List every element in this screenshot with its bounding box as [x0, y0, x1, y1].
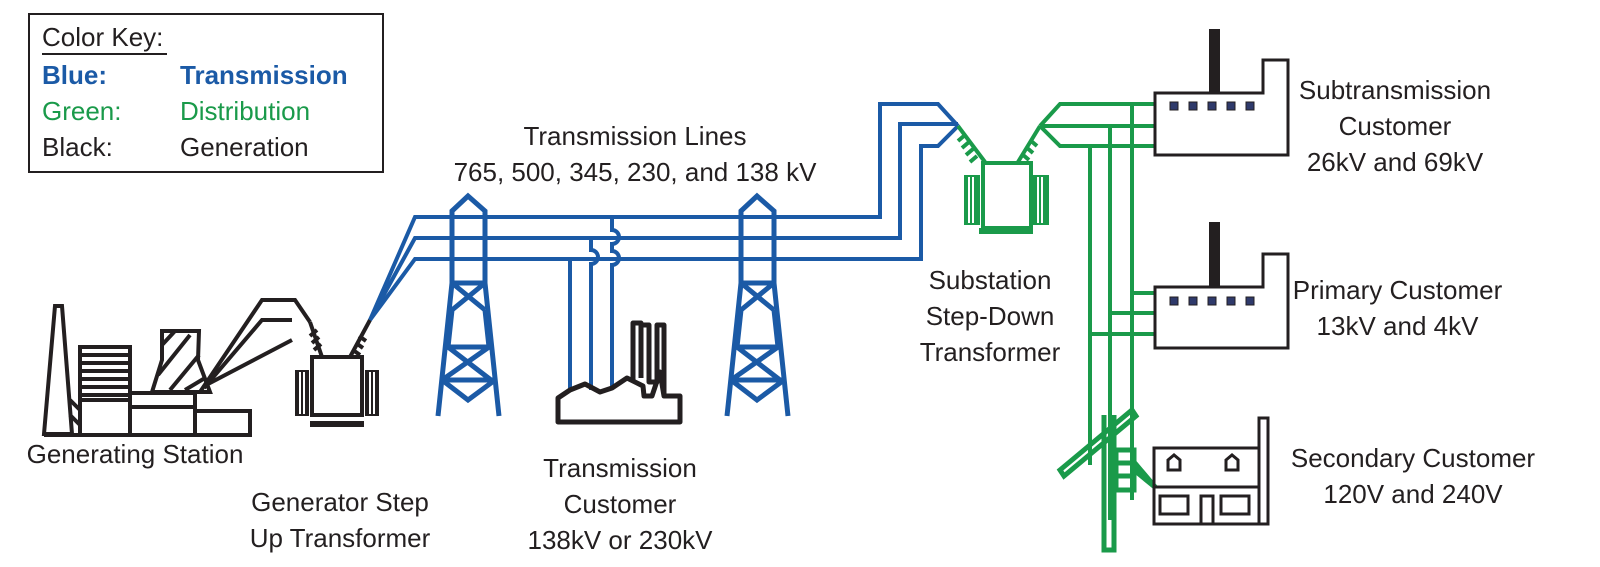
- subtransmission-customer-label: Subtransmission Customer 26kV and 69kV: [1298, 75, 1492, 177]
- subtransmission-factory-icon: [1153, 29, 1290, 157]
- power-plant-icon: [41, 298, 312, 437]
- color-key-title: Color Key:: [42, 21, 168, 55]
- generator-step-up-label: Generator Step Up Transformer: [249, 487, 431, 553]
- generating-station-label: Generating Station: [26, 439, 244, 469]
- house-icon: [1152, 416, 1270, 526]
- secondary-customer-label: Secondary Customer 120V and 240V: [1290, 443, 1536, 509]
- transmission-lines: [368, 102, 960, 392]
- step-up-transformer-icon: [295, 319, 379, 427]
- transmission-customer-label: Transmission Customer 138kV or 230kV: [527, 453, 713, 555]
- primary-customer-label: Primary Customer 13kV and 4kV: [1292, 275, 1503, 341]
- transmission-lines-label: Transmission Lines 765, 500, 345, 230, a…: [453, 121, 817, 187]
- transmission-customer-factory-icon: [555, 320, 683, 425]
- color-key-legend: Color Key: Blue:Transmission Green:Distr…: [28, 13, 384, 173]
- color-key-row-distribution: Green:Distribution: [42, 96, 311, 126]
- color-key-row-generation: Black:Generation: [42, 132, 309, 162]
- step-down-transformer-icon: [956, 124, 1049, 234]
- transmission-tower-icon: [724, 192, 791, 417]
- substation-label: Substation Step-Down Transformer: [919, 265, 1061, 367]
- color-key-row-transmission: Blue:Transmission: [42, 60, 348, 90]
- primary-factory-icon: [1153, 222, 1290, 350]
- transmission-tower-icon: [435, 192, 502, 417]
- distribution-lines: [1038, 102, 1155, 520]
- utility-pole-icon: [1056, 406, 1158, 553]
